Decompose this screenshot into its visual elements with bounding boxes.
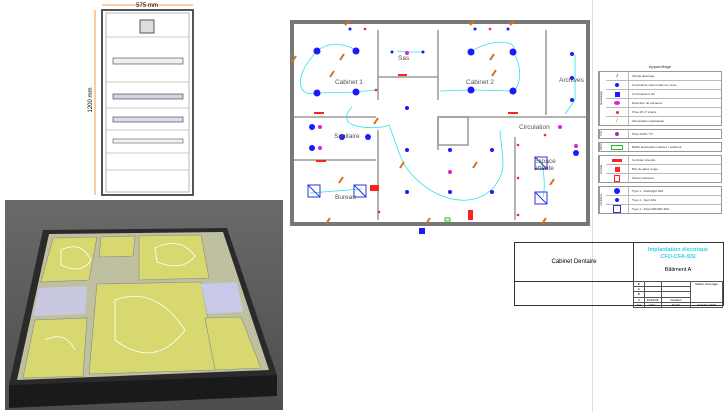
legend-item: Prise 2P+T simple <box>606 108 721 117</box>
scale-label: Echelle 1/100 <box>690 301 723 308</box>
legend-item: Sirène intérieure <box>606 174 721 182</box>
room-label-sanitaire: Sanitaire <box>334 133 360 140</box>
header-ind: Ind <box>633 301 645 308</box>
room-label-sas: Sas <box>398 55 410 62</box>
legend-item: Bris de glace rouge <box>606 165 721 174</box>
title-line-1: Implantation électrique <box>647 247 709 253</box>
divider <box>592 0 593 412</box>
legend-item: Prise RJ45 / TV <box>606 130 721 138</box>
legend-item: Commande volet roulant ou store <box>606 81 721 90</box>
room-label-cabinet-1: Cabinet 1 <box>335 79 363 86</box>
legend-group: CFA Prise RJ45 / TV <box>598 129 722 139</box>
cabinet-height-label: 1200 mm <box>88 87 94 112</box>
legend-item: /Alimentation spécialisée <box>606 117 721 125</box>
title-block: Cabinet Dentaire Implantation électrique… <box>514 242 724 308</box>
legend-group-label: Luminaires <box>599 187 606 213</box>
legend-item-label: Prise RJ45 / TV <box>632 132 653 136</box>
building-name: Bâtiment A <box>664 267 692 273</box>
legend-item-label: Prise 2P+T simple <box>632 110 657 114</box>
owner-label: Maître d'ouvrage <box>690 281 723 303</box>
spot-icon <box>606 196 629 204</box>
cabinet-width-label: 575 mm <box>136 3 158 9</box>
legend-item-label: Commande volet roulant ou store <box>632 83 677 87</box>
legend-group-label: BAES <box>599 143 606 151</box>
downlight-icon <box>606 187 629 195</box>
title-line-2: CFO-CFA-SSI <box>660 254 696 260</box>
legend-item-label: BAES Evacuation intérieur / extérieur <box>632 145 682 149</box>
legend-item-label: Simple allumage <box>632 74 655 78</box>
legend: Appareillage Appareillage♪Simple allumag… <box>598 64 722 217</box>
legend-item-label: Type 1 - Downlight 18w <box>632 189 664 193</box>
project-name: Cabinet Dentaire <box>515 243 634 282</box>
header-desc: Détail <box>660 301 692 308</box>
legend-item: Type 1 - Spot 18w <box>606 196 721 205</box>
legend-title: Appareillage <box>648 64 672 69</box>
rj45-tv-icon <box>606 130 629 138</box>
header-date: Date <box>643 301 662 308</box>
legend-item-label: Type 1 - Spot 18w <box>632 198 657 202</box>
3d-building-view <box>5 200 283 410</box>
fire-panel-icon <box>606 156 629 164</box>
drawing-title: Implantation électrique CFO-CFA-SSI Bâti… <box>633 243 723 281</box>
legend-group-label: Incendie <box>599 156 606 182</box>
room-label-bureau: Bureau <box>335 194 356 201</box>
presence-detector-icon <box>606 99 629 107</box>
legend-group-label: CFA <box>599 130 606 138</box>
room-label-espace-attente: Espace <box>534 158 556 165</box>
legend-item-label: Sirène intérieure <box>632 176 655 180</box>
legend-item-label: Type 1 - Pavé 600x600 36w <box>632 207 670 211</box>
legend-item-label: Détecteur de présence <box>632 101 663 105</box>
legend-item: BAES Evacuation intérieur / extérieur <box>606 143 721 151</box>
panel-light-icon <box>606 205 629 213</box>
legend-item-label: Bris de glace rouge <box>632 167 658 171</box>
key-switch-icon <box>606 90 629 98</box>
dedicated-supply-icon: / <box>606 117 629 125</box>
legend-group: BAES BAES Evacuation intérieur / extérieu… <box>598 142 722 152</box>
legend-item-label: Alimentation spécialisée <box>632 119 665 123</box>
floor-plan: Cabinet 1 Sas Cabinet 2 Archives Circula… <box>290 19 590 235</box>
siren-icon <box>606 174 629 182</box>
legend-item: ♪Simple allumage <box>606 72 721 81</box>
shutter-control-icon <box>606 81 629 89</box>
legend-item: Type 1 - Downlight 18w <box>606 187 721 196</box>
legend-item: Détecteur de présence <box>606 99 721 108</box>
legend-group-label: Appareillage <box>599 72 606 125</box>
room-label-archives: Archives <box>559 77 585 84</box>
legend-item-label: Centrale incendie <box>632 158 656 162</box>
electrical-cabinet-elevation: 575 mm 1200 mm <box>80 0 210 200</box>
legend-item: Commande à clé <box>606 90 721 99</box>
room-label-circulation: Circulation <box>519 124 550 131</box>
room-label-espace-attente-2: attente <box>534 165 554 172</box>
legend-item: Centrale incendie <box>606 156 721 165</box>
break-glass-icon <box>606 165 629 173</box>
legend-item-label: Commande à clé <box>632 92 655 96</box>
legend-item: Type 1 - Pavé 600x600 36w <box>606 205 721 213</box>
socket-icon <box>606 108 629 116</box>
room-label-cabinet-2: Cabinet 2 <box>466 79 494 86</box>
baes-icon <box>606 143 629 151</box>
switch-icon: ♪ <box>606 72 629 80</box>
